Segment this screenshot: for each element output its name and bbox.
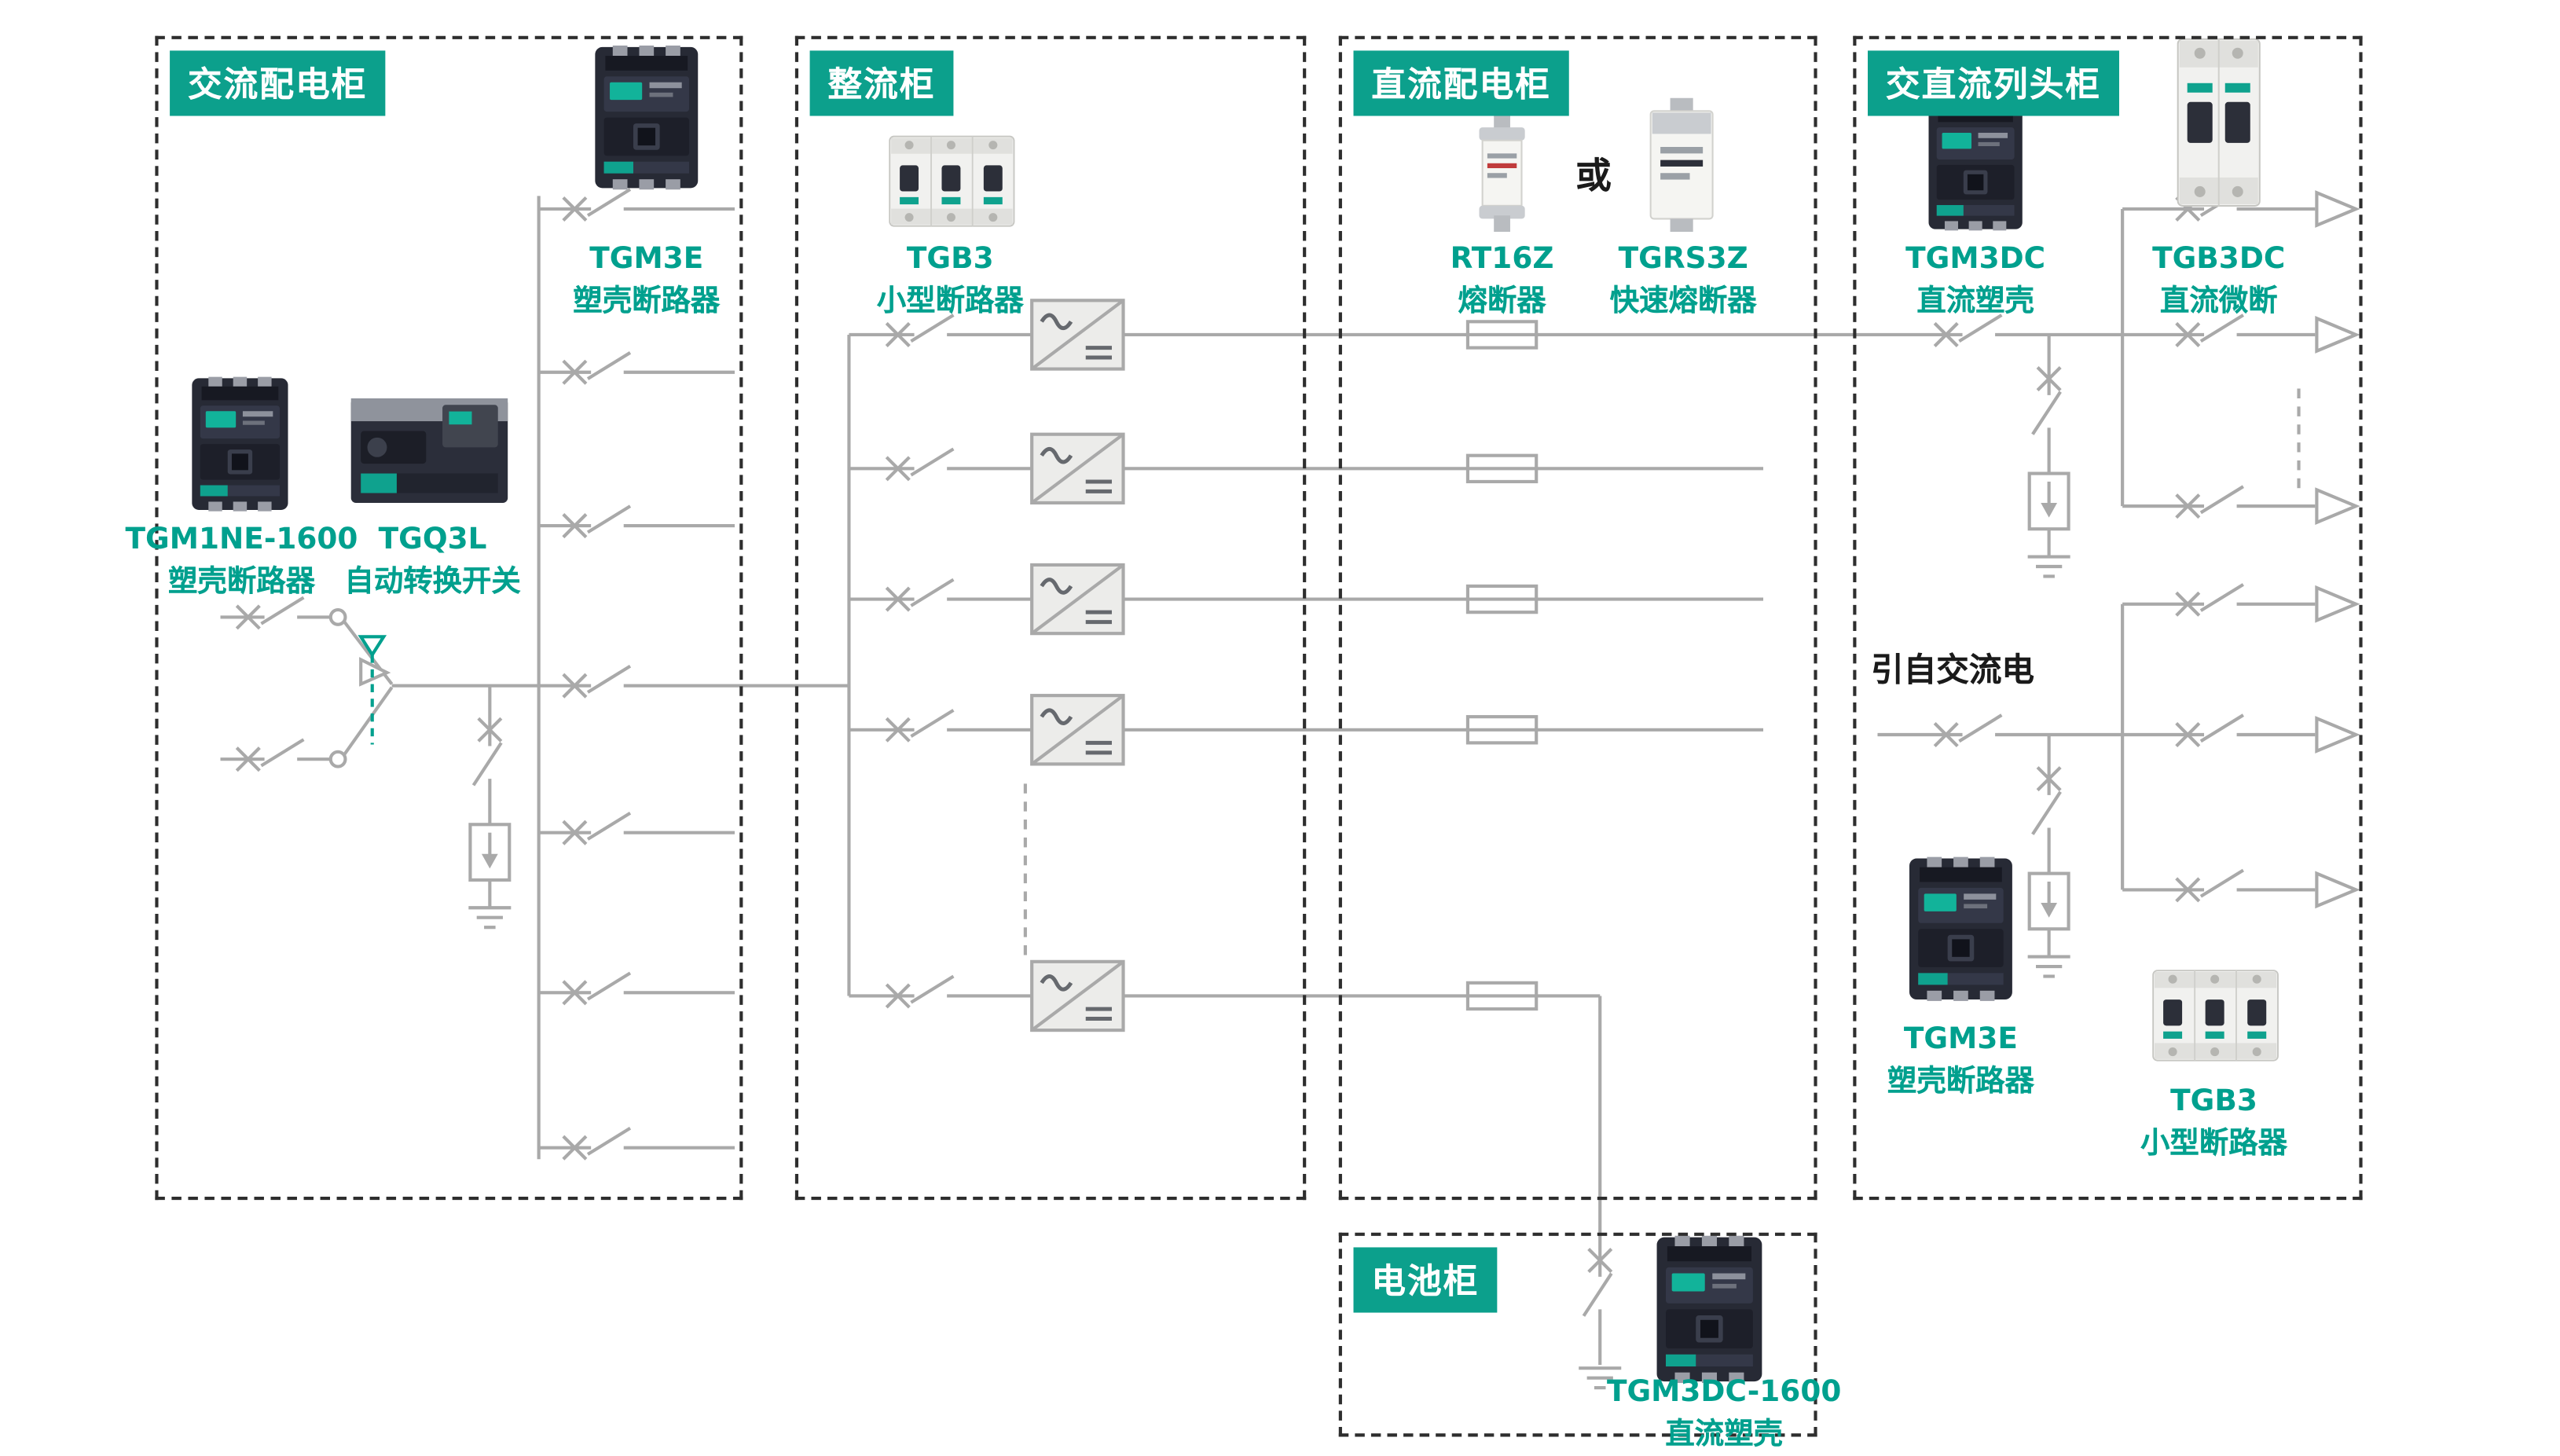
product-name: TGB3 bbox=[2170, 1084, 2257, 1119]
product-label-tgm1ne: TGM1NE-1600 塑壳断路器 bbox=[111, 519, 372, 604]
product-desc: 塑壳断路器 bbox=[1887, 1064, 2034, 1099]
section-title-dc: 直流配电柜 bbox=[1353, 50, 1569, 116]
load-arrow bbox=[2315, 716, 2360, 754]
product-name: TGM1NE-1600 bbox=[125, 522, 358, 557]
row-head-wiring bbox=[1877, 188, 2360, 978]
section-title-battery: 电池柜 bbox=[1353, 1247, 1498, 1313]
surge-arrester-branch bbox=[2027, 334, 2070, 578]
section-title-row-head: 交直流列头柜 bbox=[1868, 50, 2119, 116]
battery-cabinet-wiring bbox=[1579, 996, 1622, 1390]
product-desc: 直流微断 bbox=[2159, 284, 2278, 319]
load-arrow bbox=[2315, 487, 2360, 526]
fuse-symbol bbox=[1465, 715, 1539, 745]
rectifier-symbol bbox=[1030, 694, 1125, 766]
product-label-tgb3-rectifier: TGB3 小型断路器 bbox=[820, 238, 1080, 323]
section-dc-distribution-cabinet: 直流配电柜 bbox=[1338, 35, 1817, 1201]
product-name: TGM3E bbox=[589, 241, 704, 277]
load-arrow bbox=[2315, 190, 2360, 228]
ac-source-label: 引自交流电 bbox=[1871, 649, 2034, 689]
section-battery-cabinet: 电池柜 bbox=[1338, 1232, 1817, 1437]
wiring bbox=[220, 188, 2360, 1390]
or-label: 或 bbox=[1575, 156, 1612, 198]
section-title-rectifier: 整流柜 bbox=[809, 50, 954, 116]
rectifier-symbol bbox=[1030, 299, 1125, 371]
rectifier-symbol bbox=[1030, 563, 1125, 636]
product-name: TGB3DC bbox=[2152, 241, 2286, 277]
product-desc: 小型断路器 bbox=[876, 284, 1024, 319]
product-desc: 小型断路器 bbox=[2140, 1126, 2287, 1161]
product-label-tgb3-rowhead: TGB3 小型断路器 bbox=[2092, 1081, 2337, 1166]
product-name: RT16Z bbox=[1450, 241, 1554, 277]
load-arrow bbox=[2315, 316, 2360, 354]
ats-link-arrow bbox=[358, 635, 387, 658]
load-arrow bbox=[2315, 585, 2360, 623]
product-desc: 直流塑壳 bbox=[1916, 284, 2034, 319]
product-name: TGB3 bbox=[906, 241, 994, 277]
section-title-ac: 交流配电柜 bbox=[170, 50, 386, 116]
product-label-tgrs3z: TGRS3Z 快速熔断器 bbox=[1562, 238, 1804, 323]
surge-arrester-branch bbox=[2027, 735, 2070, 978]
product-name: TGM3DC-1600 bbox=[1606, 1374, 1842, 1410]
dc-cabinet-wiring bbox=[1123, 314, 2123, 1011]
fuse-symbol bbox=[1465, 981, 1539, 1011]
product-name: TGM3E bbox=[1903, 1021, 2018, 1057]
rectifier-symbol bbox=[1030, 432, 1125, 505]
ac-cabinet-wiring bbox=[220, 188, 849, 1161]
product-label-tgm3e-ac: TGM3E 塑壳断路器 bbox=[516, 238, 777, 323]
product-label-tgm3dc-1600: TGM3DC-1600 直流塑壳 bbox=[1574, 1371, 1874, 1456]
product-label-tgq3l: TGQ3L 自动转换开关 bbox=[315, 519, 550, 604]
section-row-head-cabinet: 交直流列头柜 bbox=[1853, 35, 2363, 1201]
product-desc: 塑壳断路器 bbox=[168, 564, 316, 600]
load-arrow bbox=[2315, 871, 2360, 909]
product-desc: 自动转换开关 bbox=[344, 564, 521, 600]
product-label-tgb3dc: TGB3DC 直流微断 bbox=[2098, 238, 2340, 323]
surge-arrester-branch bbox=[468, 685, 512, 930]
product-desc: 塑壳断路器 bbox=[573, 284, 721, 319]
product-label-rt16z: RT16Z 熔断器 bbox=[1381, 238, 1623, 323]
product-name: TGRS3Z bbox=[1618, 241, 1748, 277]
product-desc: 快速熔断器 bbox=[1609, 284, 1757, 319]
product-label-tgm3dc: TGM3DC 直流塑壳 bbox=[1854, 238, 2096, 323]
product-desc: 熔断器 bbox=[1458, 284, 1546, 319]
ats-contact-arrow bbox=[359, 657, 391, 687]
fuse-symbol bbox=[1465, 320, 1539, 350]
product-name: TGM3DC bbox=[1905, 241, 2046, 277]
product-name: TGQ3L bbox=[378, 522, 487, 557]
product-label-tgm3e-rowhead: TGM3E 塑壳断路器 bbox=[1839, 1019, 2084, 1104]
section-rectifier-cabinet: 整流柜 bbox=[794, 35, 1307, 1201]
section-ac-distribution-cabinet: 交流配电柜 bbox=[155, 35, 743, 1201]
fuse-symbol bbox=[1465, 584, 1539, 614]
fuse-symbol bbox=[1465, 453, 1539, 484]
product-desc: 直流塑壳 bbox=[1665, 1417, 1783, 1452]
